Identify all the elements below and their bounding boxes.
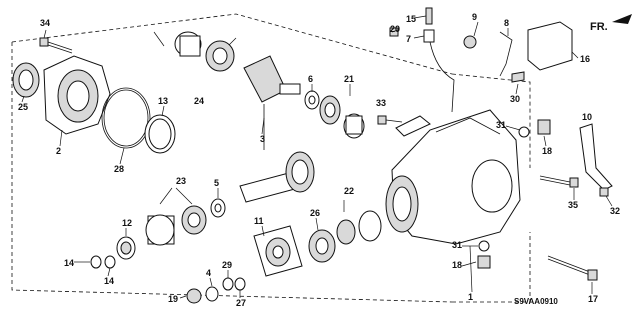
callout-5: 5 — [214, 178, 219, 188]
breather-parts — [389, 7, 573, 113]
front-direction-indicator: FR. — [590, 14, 632, 33]
callout-29: 29 — [222, 260, 232, 270]
part-24-bearing — [153, 31, 237, 72]
callout-35: 35 — [568, 200, 578, 210]
callout-21: 21 — [344, 74, 354, 84]
callout-9: 9 — [472, 12, 477, 22]
callout-25: 25 — [18, 102, 28, 112]
part-1-transfer-housing — [385, 109, 521, 245]
diagram-code: S9VAA0910 — [514, 297, 558, 306]
leader-lines — [21, 15, 613, 299]
callout-3: 3 — [260, 134, 265, 144]
part-12-collar — [116, 236, 136, 260]
front-arrow-icon — [612, 14, 632, 24]
callout-17: 17 — [588, 294, 598, 304]
callout-11: 11 — [254, 216, 264, 226]
callout-4: 4 — [206, 268, 211, 278]
parts-19-4-29-27 — [186, 277, 246, 304]
callout-33: 33 — [376, 98, 386, 108]
callout-18-lower: 18 — [452, 260, 462, 270]
part-23-bearing — [145, 187, 207, 246]
callout-23: 23 — [176, 176, 186, 186]
part-2-cover — [43, 55, 111, 135]
callout-2: 2 — [56, 146, 61, 156]
part-13-shim — [144, 114, 176, 154]
callout-31-lower: 31 — [452, 240, 462, 250]
callout-28: 28 — [114, 164, 124, 174]
callout-7: 7 — [406, 34, 411, 44]
part-21-bearing — [319, 95, 365, 139]
part-35-bolt — [539, 175, 579, 188]
callout-14-right: 14 — [104, 276, 114, 286]
part-11-flange — [253, 225, 303, 277]
callout-15: 15 — [406, 14, 416, 24]
callout-18-upper: 18 — [542, 146, 552, 156]
callout-20: 20 — [390, 24, 400, 34]
direction-label: FR. — [590, 21, 608, 33]
callout-8: 8 — [504, 18, 509, 28]
callout-10: 10 — [582, 112, 592, 122]
callout-31-upper: 31 — [496, 120, 506, 130]
callout-12: 12 — [122, 218, 132, 228]
part-34-bolt — [39, 37, 73, 54]
callout-6: 6 — [308, 74, 313, 84]
callout-32: 32 — [610, 206, 620, 216]
part-6-washer — [304, 90, 320, 110]
callout-22: 22 — [344, 186, 354, 196]
part-28-o-ring — [101, 87, 151, 149]
callout-1: 1 — [468, 292, 473, 302]
callout-16: 16 — [580, 54, 590, 64]
callout-19: 19 — [168, 294, 178, 304]
drain-plugs — [477, 119, 551, 269]
callout-24: 24 — [194, 96, 204, 106]
callout-13: 13 — [158, 96, 168, 106]
part-25-oil-seal — [12, 62, 40, 98]
callout-26: 26 — [310, 208, 320, 218]
callout-27: 27 — [236, 298, 246, 308]
part-33-bolt — [377, 115, 431, 137]
callout-14-left: 14 — [64, 258, 74, 268]
part-3-pinion — [239, 55, 315, 203]
part-10-bracket — [579, 123, 613, 197]
callout-30: 30 — [510, 94, 520, 104]
callout-34: 34 — [40, 18, 50, 28]
part-14-washers — [90, 255, 116, 269]
part-5-washer — [210, 198, 226, 218]
part-22-bearing — [336, 200, 382, 245]
assembly-boundary — [11, 13, 531, 303]
part-17-bolt — [547, 255, 598, 281]
part-26-bearing — [308, 229, 336, 263]
callouts: 34 25 2 28 13 24 3 6 21 33 20 15 7 9 8 1… — [18, 12, 620, 308]
